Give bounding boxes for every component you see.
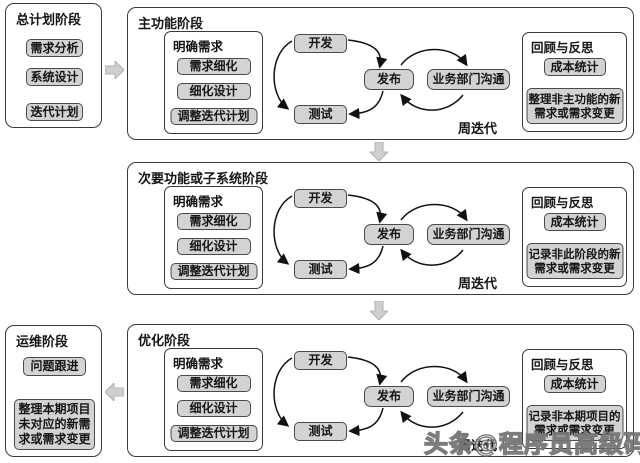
review-reflect-title: 回顾与反思	[531, 195, 594, 210]
optimization-phase-box: 优化阶段 明确需求 需求细化 细化设计 调整迭代计划 开发 测试 发布 业务部门…	[127, 324, 634, 457]
clarify-requirements-box: 明确需求 需求细化 细化设计 调整迭代计划	[164, 31, 263, 134]
requirement-refine-pill: 需求细化	[176, 213, 251, 230]
review-note-pill: 记录非此阶段的新需求或需求变更	[526, 243, 623, 279]
develop-pill: 开发	[294, 189, 347, 208]
operations-phase-title: 运维阶段	[16, 335, 69, 350]
cost-stats-pill: 成本统计	[543, 58, 606, 76]
arrow-left-icon	[105, 383, 124, 401]
adjust-iteration-plan-pill: 调整迭代计划	[170, 263, 257, 280]
develop-pill: 开发	[294, 351, 347, 370]
arrow-down-icon	[370, 301, 388, 320]
system-design-pill: 系统设计	[26, 68, 83, 86]
adjust-iteration-plan-pill: 调整迭代计划	[170, 108, 257, 125]
design-refine-pill: 细化设计	[176, 400, 251, 417]
clarify-requirements-title: 明确需求	[173, 39, 224, 54]
test-pill: 测试	[294, 422, 347, 441]
release-pill: 发布	[364, 224, 414, 245]
requirement-analysis-pill: 需求分析	[26, 39, 83, 57]
review-reflect-title: 回顾与反思	[531, 357, 594, 372]
requirement-refine-pill: 需求细化	[176, 375, 251, 392]
phase-title: 主功能阶段	[138, 17, 204, 32]
review-reflect-box: 回顾与反思 成本统计 记录非此阶段的新需求或需求变更	[522, 187, 627, 287]
iteration-plan-pill: 迭代计划	[26, 103, 83, 121]
secondary-function-phase-box: 次要功能或子系统阶段 明确需求 需求细化 细化设计 调整迭代计划 开发 测试 发…	[127, 162, 634, 295]
phase-title: 次要功能或子系统阶段	[138, 172, 269, 187]
adjust-iteration-plan-pill: 调整迭代计划	[170, 425, 257, 442]
release-pill: 发布	[364, 386, 414, 407]
clarify-requirements-box: 明确需求 需求细化 细化设计 调整迭代计划	[164, 186, 263, 289]
cost-stats-pill: 成本统计	[543, 375, 606, 393]
clarify-requirements-box: 明确需求 需求细化 细化设计 调整迭代计划	[164, 348, 263, 451]
cost-stats-pill: 成本统计	[543, 213, 606, 231]
biz-communication-pill: 业务部门沟通	[427, 386, 510, 407]
phase-title: 优化阶段	[138, 334, 191, 349]
review-note-pill: 记录非本期项目的需求或需求变更	[526, 405, 623, 441]
arrow-right-icon	[105, 61, 124, 79]
clarify-requirements-title: 明确需求	[173, 194, 224, 209]
review-reflect-title: 回顾与反思	[531, 40, 594, 55]
review-reflect-box: 回顾与反思 成本统计 整理非主功能的新需求或需求变更	[522, 32, 627, 132]
review-reflect-box: 回顾与反思 成本统计 记录非本期项目的需求或需求变更	[522, 349, 627, 449]
biz-communication-pill: 业务部门沟通	[427, 224, 510, 245]
test-pill: 测试	[294, 105, 347, 124]
review-note-pill: 整理非主功能的新需求或需求变更	[526, 88, 623, 124]
test-pill: 测试	[294, 260, 347, 279]
design-refine-pill: 细化设计	[176, 83, 251, 100]
weekly-iteration-label: 周迭代	[458, 122, 498, 137]
weekly-iteration-label: 周迭代	[458, 277, 498, 292]
operations-phase-box: 运维阶段 问题跟进 整理本期项目未对应的新需求或需求变更	[5, 325, 102, 457]
design-refine-pill: 细化设计	[176, 238, 251, 255]
issue-followup-pill: 问题跟进	[23, 357, 86, 376]
ops-note-pill: 整理本期项目未对应的新需求或需求变更	[14, 399, 95, 450]
main-function-phase-box: 主功能阶段 明确需求 需求细化 细化设计 调整迭代计划 开发 测试 发布 业务部…	[127, 7, 634, 140]
biz-communication-pill: 业务部门沟通	[427, 69, 510, 90]
planning-phase-box: 总计划阶段 需求分析 系统设计 迭代计划	[5, 3, 102, 128]
requirement-refine-pill: 需求细化	[176, 58, 251, 75]
watermark-text: 头条@程序员高级码农	[423, 429, 640, 458]
release-pill: 发布	[364, 69, 414, 90]
clarify-requirements-title: 明确需求	[173, 356, 224, 371]
planning-phase-title: 总计划阶段	[16, 13, 82, 28]
develop-pill: 开发	[294, 34, 347, 53]
weekly-iteration-label: 周迭代	[458, 439, 498, 454]
arrow-down-icon	[370, 142, 388, 161]
